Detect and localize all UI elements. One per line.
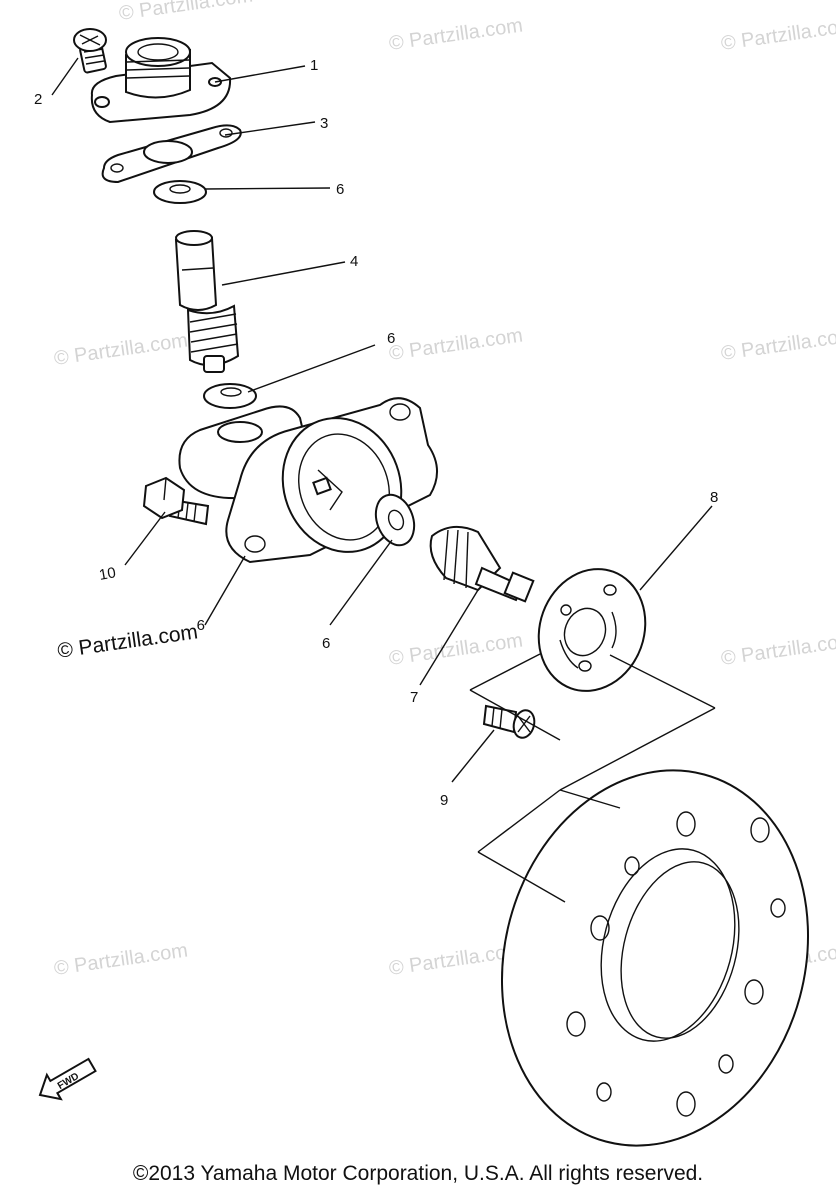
driven-gear-7 xyxy=(429,525,535,603)
housing-cover-1 xyxy=(90,37,232,124)
callout-6-top: 6 xyxy=(336,181,344,198)
callout-1: 1 xyxy=(310,57,318,74)
watermark: © Partzilla.com xyxy=(388,324,525,365)
gear-housing xyxy=(178,397,438,564)
callout-8: 8 xyxy=(710,489,718,506)
watermark: © Partzilla.com xyxy=(720,14,836,55)
callout-9-housing: 9 xyxy=(197,616,205,633)
watermark: © Partzilla.com xyxy=(720,324,836,365)
drive-gear-shaft-4 xyxy=(174,230,240,373)
washer-6-lower xyxy=(374,493,416,547)
copyright-notice: ©2013 Yamaha Motor Corporation, U.S.A. A… xyxy=(132,1162,704,1185)
callout-6-middle: 6 xyxy=(387,330,395,347)
callout-4: 4 xyxy=(350,253,358,270)
brake-disc-hub xyxy=(500,769,810,1147)
retainer-plate-8 xyxy=(537,568,647,692)
callout-6-lower: 6 xyxy=(322,635,330,652)
washer-6-top xyxy=(153,180,207,204)
screw-2 xyxy=(73,28,107,74)
fwd-label: FWD xyxy=(56,1071,81,1092)
watermark: © Partzilla.com xyxy=(118,0,255,25)
callout-10: 10 xyxy=(98,564,117,584)
callout-3: 3 xyxy=(320,115,328,132)
watermark: © Partzilla.com xyxy=(53,329,190,370)
screw-9 xyxy=(482,704,536,739)
bolt-10 xyxy=(142,476,210,526)
watermark: © Partzilla.com xyxy=(53,939,190,980)
watermark: © Partzilla.com xyxy=(720,629,836,670)
watermark: © Partzilla.com xyxy=(388,14,525,55)
washer-6-middle xyxy=(203,383,257,409)
callout-7: 7 xyxy=(410,689,418,706)
gasket-3 xyxy=(101,124,242,184)
callout-2: 2 xyxy=(34,91,42,108)
callout-9: 9 xyxy=(440,792,448,809)
leader-lines xyxy=(51,57,716,903)
watermark: © Partzilla.com xyxy=(388,629,525,670)
fwd-arrow: FWD xyxy=(38,1057,97,1101)
callouts: 1 2 3 6 4 6 10 9 6 7 8 9 xyxy=(34,57,718,809)
